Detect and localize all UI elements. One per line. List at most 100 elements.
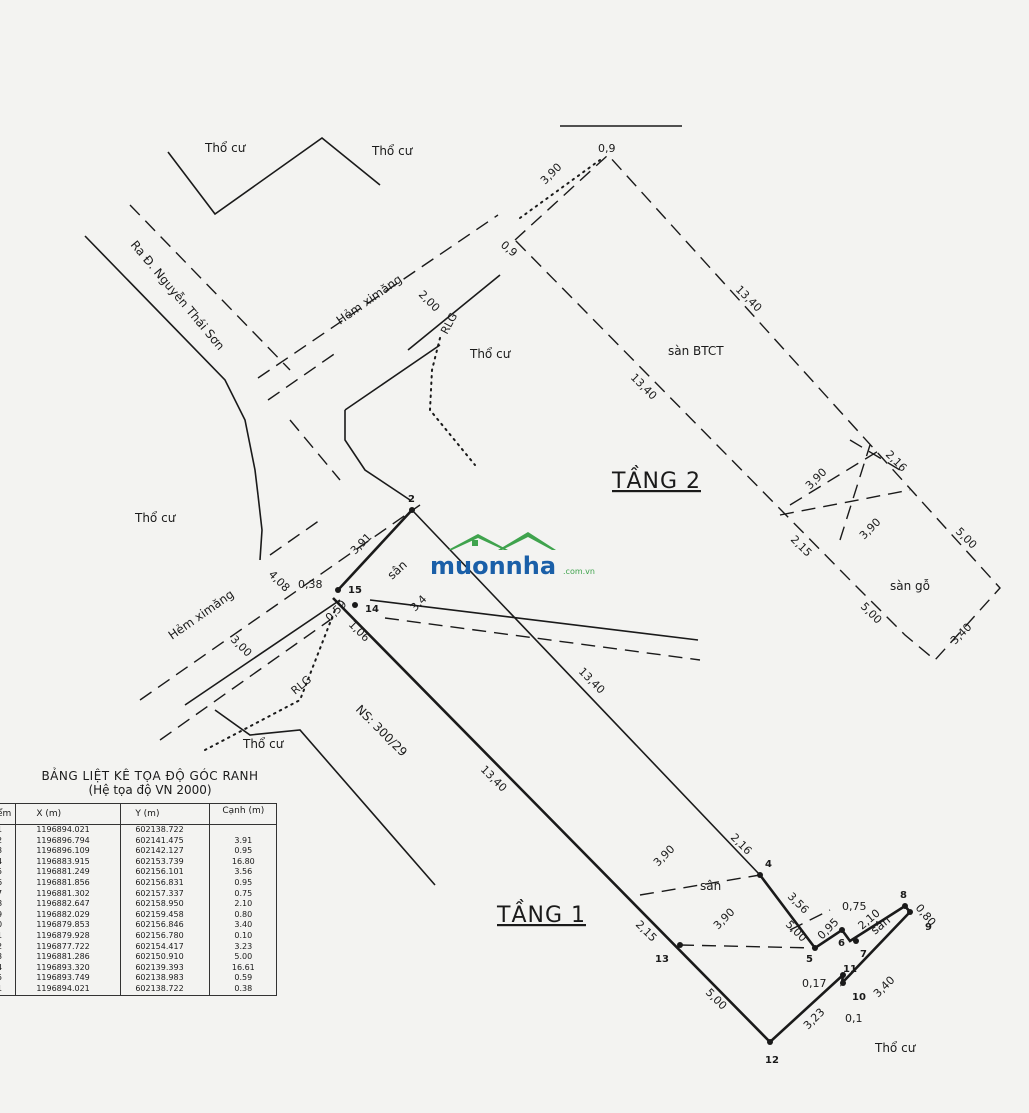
cell-point: 8 <box>0 899 17 910</box>
label-tho-cu-5: Thổ cư <box>242 737 285 751</box>
road-edge-curve <box>257 494 263 561</box>
point-9-label: 9 <box>925 922 932 933</box>
point-2-label: 2 <box>408 494 415 505</box>
cell-x: 1196882.029 <box>15 909 122 921</box>
cell-point: 0 <box>0 920 17 931</box>
point-11-label: 11 <box>843 964 857 975</box>
header-x: X (m) <box>15 803 122 825</box>
table-title: BẢNG LIỆT KÊ TỌA ĐỘ GÓC RANH <box>41 769 259 783</box>
dim-3-4: 3,4 <box>408 593 430 615</box>
cell-x: 1196896.794 <box>15 835 122 847</box>
watermark-domain: .com.vn <box>563 567 595 576</box>
cell-edge: 3.91 <box>209 835 278 847</box>
point-10-marker <box>840 980 846 986</box>
point-13-label: 13 <box>655 954 669 965</box>
dim-2-00: 2,00 <box>416 288 443 315</box>
dim-0-17: 0,17 <box>802 977 827 990</box>
cell-point: 4 <box>0 962 17 974</box>
point-6-marker <box>839 927 845 933</box>
dim-1-06: 1,06 <box>346 618 373 645</box>
floor2-cross-3 <box>849 439 901 471</box>
floor2-divider <box>779 489 911 516</box>
cell-x: 1196894.021 <box>15 983 122 996</box>
cell-point: 2 <box>0 835 17 847</box>
point-5-marker <box>812 945 818 951</box>
dim-13-40-b: 13,40 <box>628 371 659 402</box>
label-floor-1: TẦNG 1 <box>496 900 586 928</box>
road-centre-dash <box>129 204 291 371</box>
survey-points <box>335 507 913 1045</box>
point-4-label: 4 <box>765 859 772 870</box>
label-alley-lower: Hẻm ximăng <box>166 587 237 642</box>
label-rlg-upper: RLG <box>438 311 460 337</box>
cell-edge: 0.95 <box>209 877 278 889</box>
dim-5-00-a: 5,00 <box>953 525 980 552</box>
cell-y: 602150.910 <box>120 952 211 963</box>
label-parcel-no: NS: 300/29 <box>353 702 410 759</box>
neighbor-lot-top <box>167 136 381 216</box>
cell-y: 602156.101 <box>120 867 211 878</box>
label-rlg-lower: RLG <box>289 673 314 697</box>
courtyard-top-dash <box>639 874 761 896</box>
point-7-label: 7 <box>860 949 867 960</box>
cell-y: 602138.983 <box>120 973 211 984</box>
cell-y: 602158.950 <box>120 899 211 910</box>
cell-point: 5 <box>0 867 17 878</box>
dim-0-75: 0,75 <box>842 900 867 913</box>
cell-point: 4 <box>0 856 17 868</box>
cell-x: 1196881.302 <box>15 888 122 900</box>
label-san-go: sàn gỗ <box>890 579 930 593</box>
cell-edge: 16.80 <box>209 856 278 868</box>
courtyard-bottom-dash <box>679 944 816 949</box>
header-edge: Cạnh (m) <box>209 803 278 825</box>
dim-3-90-e: 3,90 <box>711 906 738 933</box>
cell-x: 1196879.853 <box>15 920 122 931</box>
label-tho-cu-1: Thổ cư <box>204 141 247 155</box>
point-12-label: 12 <box>765 1055 779 1066</box>
point-7-marker <box>853 938 859 944</box>
corner-lot-top <box>344 344 441 411</box>
dim-4-08: 4,08 <box>266 568 293 595</box>
point-5-label: 5 <box>806 954 813 965</box>
alley-lower-dash-top <box>139 504 421 701</box>
cell-y: 602156.846 <box>120 920 211 931</box>
cell-x: 1196896.109 <box>15 846 122 857</box>
cell-x: 1196879.928 <box>15 930 122 942</box>
header-point: ểm <box>0 803 17 825</box>
label-san-btct: sàn BTCT <box>668 344 724 358</box>
alley-upper-dash-mid <box>267 349 341 401</box>
cell-point: 1 <box>0 983 17 996</box>
cell-edge: 0.10 <box>209 930 278 942</box>
cell-x: 1196881.856 <box>15 877 122 889</box>
cell-y: 602138.722 <box>120 983 211 996</box>
label-tho-cu-6: Thổ cư <box>874 1041 917 1055</box>
dim-0-38: 0,38 <box>298 578 323 591</box>
dim-5-00-b: 5,00 <box>858 600 885 627</box>
parcel-edge-2-4 <box>411 509 761 876</box>
dim-3-90-a: 3,90 <box>538 161 565 188</box>
point-8-label: 8 <box>900 890 907 901</box>
table-body: 11196894.021602138.72221196896.794602141… <box>0 824 278 996</box>
alley-upper-dash-top <box>257 214 499 379</box>
cell-y: 602138.722 <box>120 824 211 836</box>
dim-2-15-b: 2,15 <box>633 918 660 945</box>
label-floor-2: TẦNG 2 <box>611 466 701 494</box>
point-15-label: 15 <box>348 585 362 596</box>
label-tho-cu-4: Thổ cư <box>134 511 177 525</box>
cell-x: 1196893.320 <box>15 962 122 974</box>
point-10-label: 10 <box>852 992 866 1003</box>
san-edge-upper <box>369 599 699 641</box>
san-dash-upper <box>384 617 701 661</box>
dim-2-15-a: 2,15 <box>788 533 815 560</box>
point-14-label: 14 <box>365 604 379 615</box>
cell-x: 1196882.647 <box>15 899 122 910</box>
